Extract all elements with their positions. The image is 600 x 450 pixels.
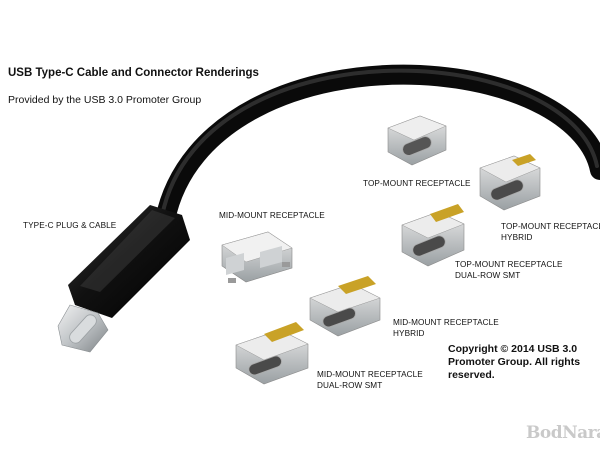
mid-mount-receptacle-hybrid	[309, 276, 381, 337]
label-line: TOP-MOUNT RECEPTACLE	[501, 222, 600, 231]
copyright-notice: Copyright © 2014 USB 3.0 Promoter Group.…	[448, 343, 580, 382]
label-mid-mount: MID-MOUNT RECEPTACLE	[219, 211, 325, 220]
top-mount-receptacle	[387, 115, 447, 166]
copyright-line: Promoter Group. All rights	[448, 356, 581, 368]
label-line: DUAL-ROW SMT	[317, 380, 383, 390]
label-line: MID-MOUNT RECEPTACLE	[393, 318, 499, 327]
type-c-plug	[57, 205, 190, 353]
copyright-line: reserved.	[448, 369, 495, 381]
label-plug-cable: TYPE-C PLUG & CABLE	[23, 221, 117, 230]
page-title: USB Type-C Cable and Connector Rendering…	[8, 67, 259, 79]
cable	[155, 64, 600, 230]
label-mid-mount-dual-row: MID-MOUNT RECEPTACLE DUAL-ROW SMT	[317, 370, 423, 391]
label-line: DUAL-ROW SMT	[455, 270, 521, 280]
label-line: HYBRID	[393, 328, 425, 338]
label-line: MID-MOUNT RECEPTACLE	[317, 370, 423, 379]
label-line: HYBRID	[501, 232, 533, 242]
label-top-mount-hybrid: TOP-MOUNT RECEPTACLE HYBRID	[501, 222, 600, 243]
label-top-mount: TOP-MOUNT RECEPTACLE	[363, 179, 471, 188]
top-mount-receptacle-hybrid	[479, 154, 541, 211]
copyright-line: Copyright © 2014 USB 3.0	[448, 343, 578, 355]
label-top-mount-dual-row: TOP-MOUNT RECEPTACLE DUAL-ROW SMT	[455, 260, 563, 281]
label-mid-mount-hybrid: MID-MOUNT RECEPTACLE HYBRID	[393, 318, 499, 339]
mid-mount-receptacle-dual-row	[235, 322, 309, 385]
top-mount-receptacle-dual-row	[401, 204, 465, 267]
label-line: TOP-MOUNT RECEPTACLE	[455, 260, 563, 269]
watermark-logo: BodNara	[526, 423, 600, 443]
page-subtitle: Provided by the USB 3.0 Promoter Group	[8, 94, 202, 106]
mid-mount-receptacle	[221, 231, 293, 283]
